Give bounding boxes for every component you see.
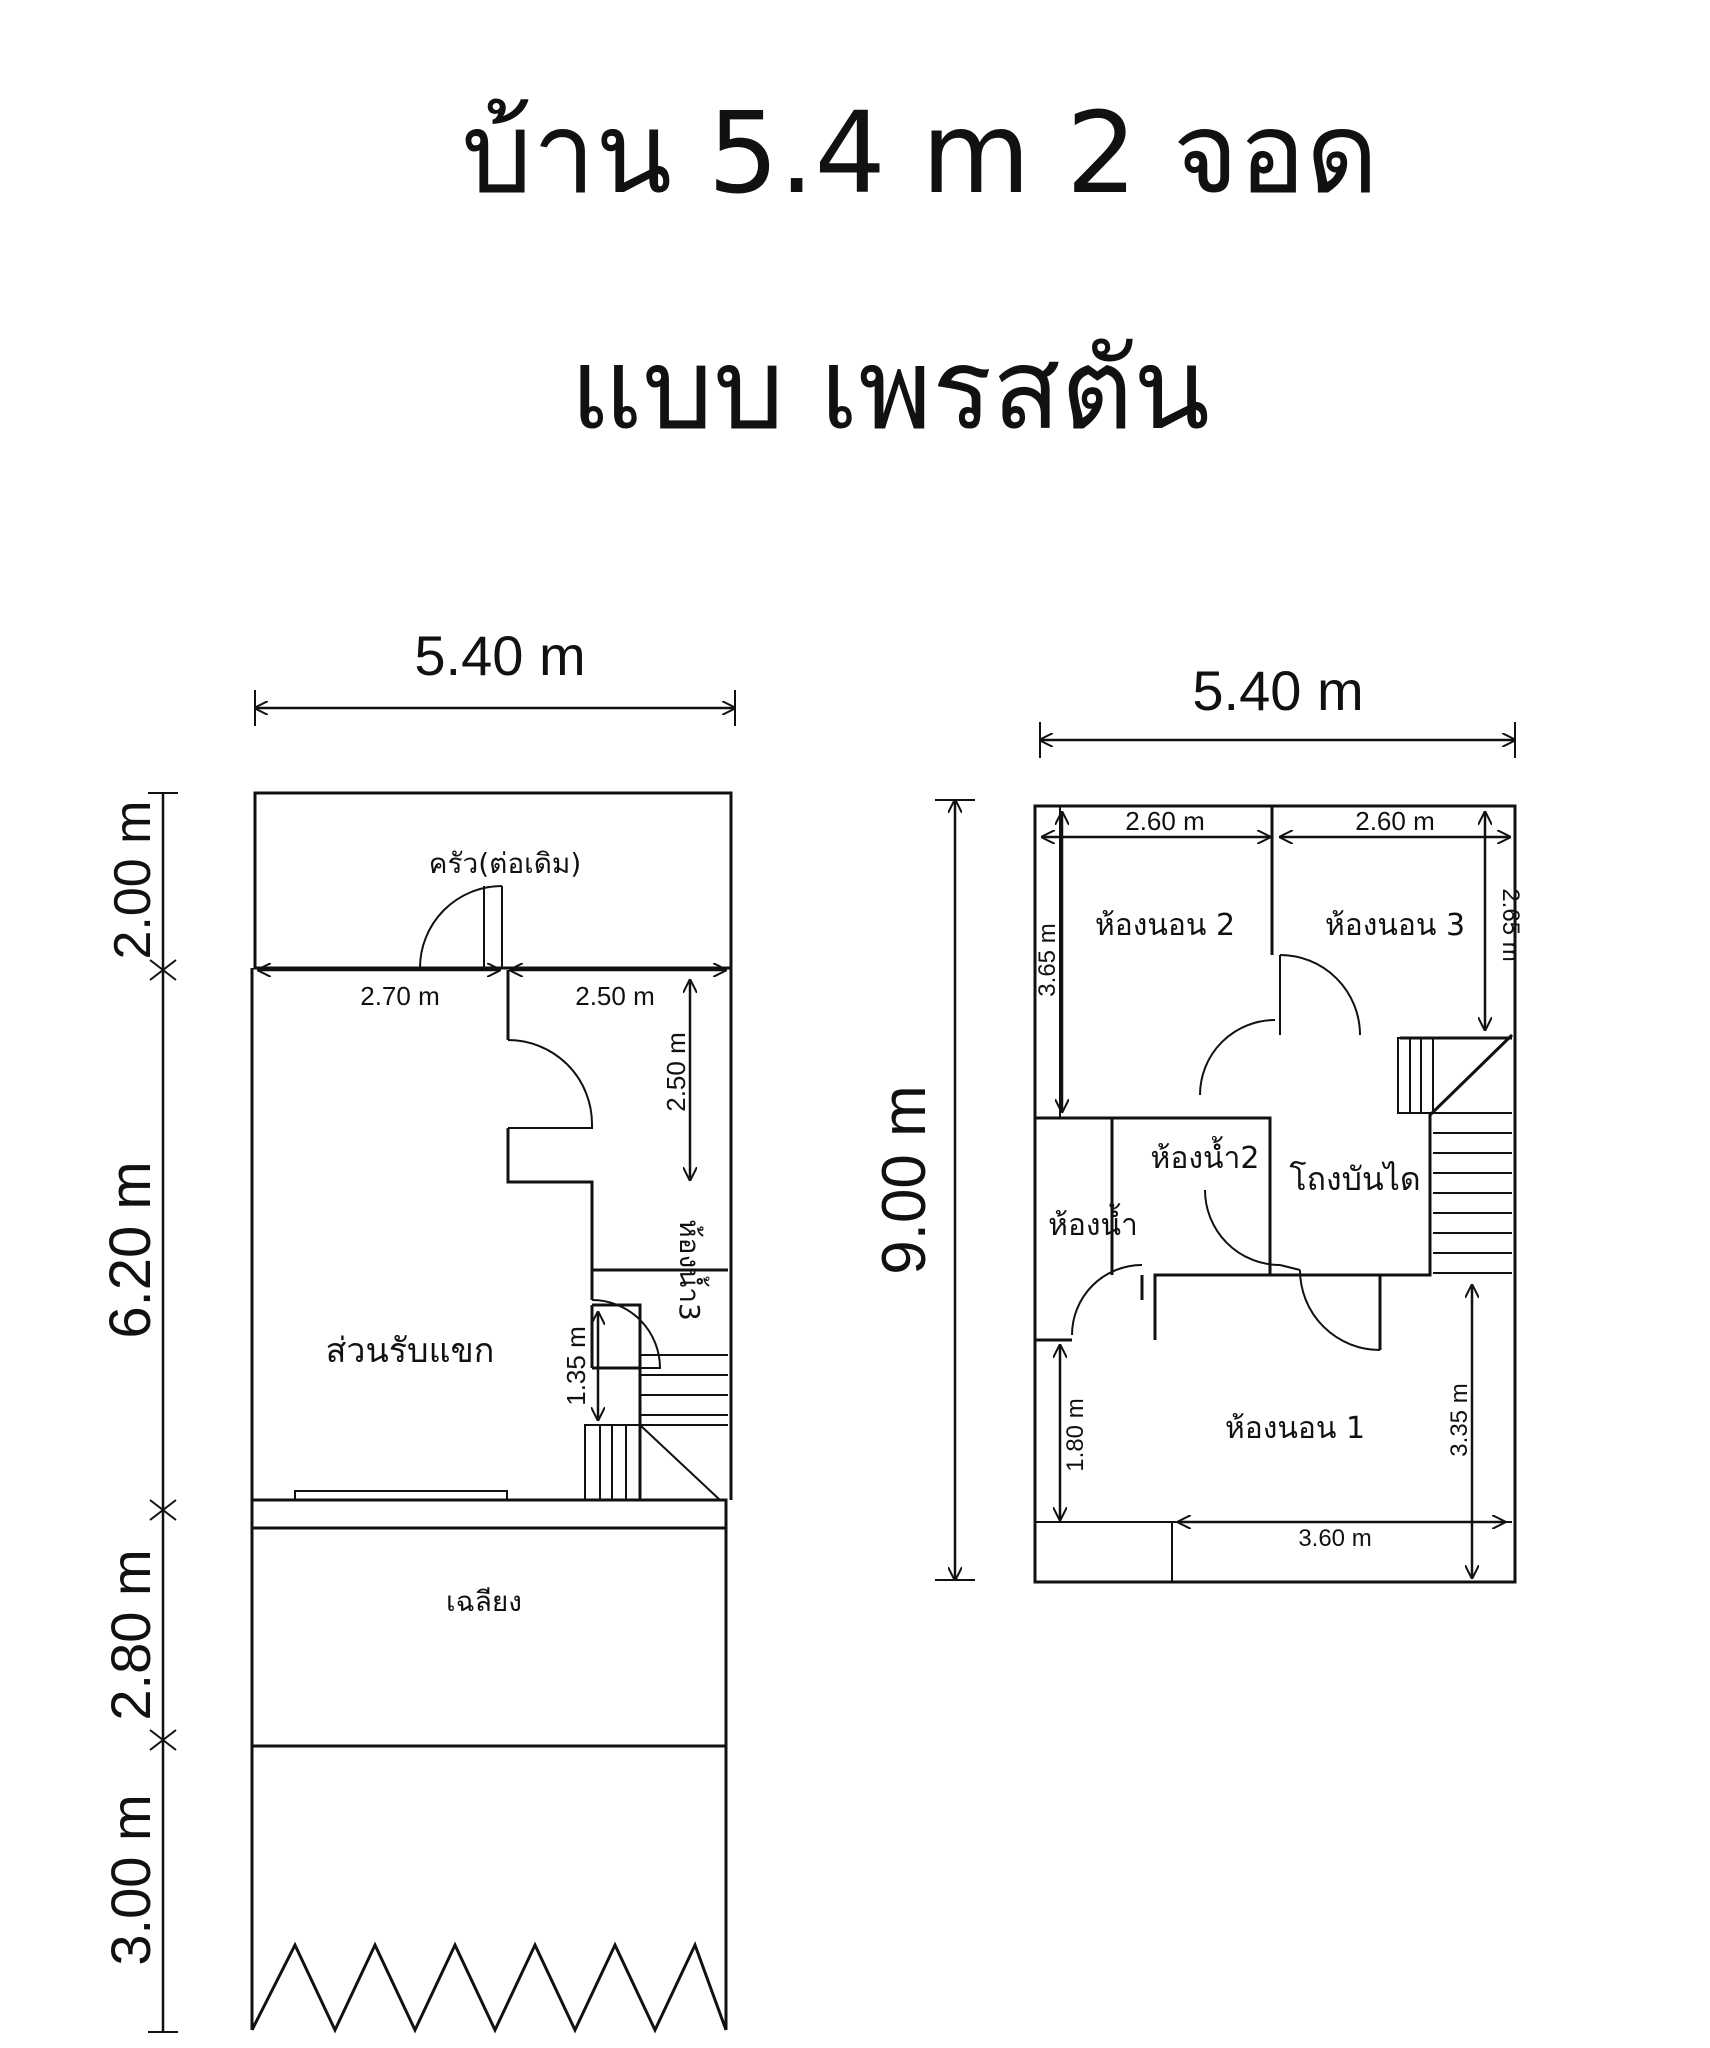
stair-treads-ground <box>584 1354 728 1501</box>
title-line-1: บ้าน 5.4 m 2 จอด <box>461 89 1378 219</box>
stair-treads-upper <box>1397 1037 1512 1274</box>
upper-floor-plan: 5.40 m 9.00 m 2.60 m 2.60 m 3.65 m 2.65 … <box>870 659 1524 1584</box>
room-bedroom-2: ห้องนอน 2 <box>1095 908 1235 943</box>
dim-bed2-width: 2.60 m <box>1125 806 1205 836</box>
dim-1-35: 1.35 m <box>561 1326 591 1406</box>
dim-3-00: 3.00 m <box>99 1794 162 1965</box>
room-bedroom-1: ห้องนอน 1 <box>1225 1411 1365 1446</box>
dim-bed3-width: 2.60 m <box>1355 806 1435 836</box>
room-terrace: เฉลียง <box>446 1585 522 1618</box>
room-bathroom-2: ห้องน้ำ2 <box>1151 1136 1260 1176</box>
room-bathroom: ห้องน้ำ <box>1048 1203 1138 1243</box>
room-stair-hall: โถงบันได <box>1289 1160 1420 1198</box>
dim-bed2-height: 3.65 m <box>1034 923 1061 996</box>
dim-2-50-v: 2.50 m <box>661 1032 691 1112</box>
dim-bed3-height: 2.65 m <box>1497 888 1524 961</box>
dim-6-20: 6.20 m <box>98 1161 163 1338</box>
ground-floor-plan: 5.40 m 2.00 m 6.20 m 2.80 m 3.00 m ครัว(… <box>98 624 736 2034</box>
gate-zigzag <box>250 1941 728 2034</box>
dim-2-00: 2.00 m <box>104 801 162 960</box>
dim-bed1-width: 3.60 m <box>1298 1525 1371 1552</box>
room-bedroom-3: ห้องนอน 3 <box>1325 908 1465 943</box>
room-bathroom-3: ห้องน้ำ3 <box>673 1219 710 1321</box>
upper-height-dimension: 9.00 m <box>870 1085 939 1275</box>
title-line-2: แบบ เพรสตัน <box>570 325 1210 455</box>
dim-bed1-left: 1.80 m <box>1062 1398 1089 1471</box>
room-kitchen: ครัว(ต่อเดิม) <box>429 847 582 880</box>
dim-2-70: 2.70 m <box>360 981 440 1011</box>
dim-bed1-right: 3.35 m <box>1446 1383 1473 1456</box>
dim-2-50-h: 2.50 m <box>575 981 655 1011</box>
room-living: ส่วนรับแขก <box>326 1331 495 1371</box>
ground-width-dimension: 5.40 m <box>414 624 585 687</box>
upper-width-dimension: 5.40 m <box>1192 659 1363 722</box>
dim-2-80: 2.80 m <box>99 1549 162 1720</box>
